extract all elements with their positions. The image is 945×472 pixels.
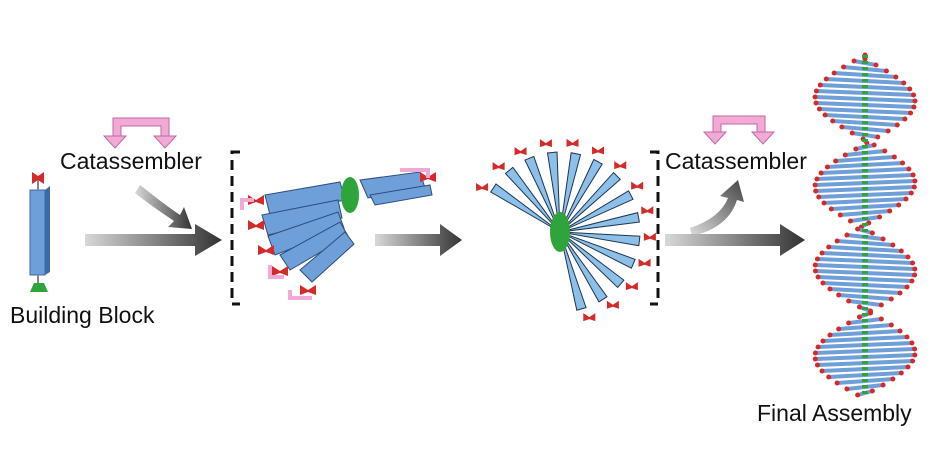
arrow-right-icon	[665, 224, 805, 256]
arrow-right-icon	[85, 224, 222, 256]
final-assembly-helix	[812, 52, 918, 398]
arrow-right-icon	[375, 224, 462, 256]
catassembler-icon-right	[702, 115, 776, 145]
partial-assembly-1	[240, 168, 436, 300]
curved-arrow-down-icon	[135, 185, 192, 229]
curved-arrow-up-icon	[690, 180, 744, 236]
building-block-label: Building Block	[10, 302, 155, 328]
final-assembly-label: Final Assembly	[757, 400, 912, 426]
building-block-icon	[29, 172, 50, 292]
catassembler-label-left: Catassembler	[60, 148, 202, 174]
bracket-left	[230, 150, 240, 306]
catassembler-label-right: Catassembler	[665, 148, 807, 174]
partial-assembly-2	[476, 138, 656, 322]
catassembler-icon-left	[102, 117, 178, 149]
bracket-right	[650, 150, 660, 306]
